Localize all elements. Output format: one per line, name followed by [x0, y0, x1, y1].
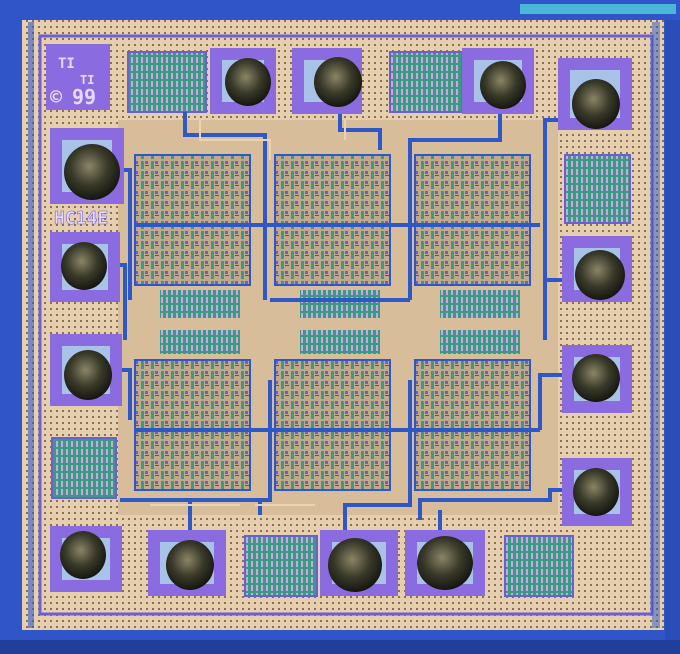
transistor-arrays	[51, 51, 631, 597]
year-marking: 99	[72, 85, 96, 109]
logo-block: TI TI	[46, 44, 110, 110]
svg-text:TI: TI	[58, 56, 75, 72]
bond-balls	[60, 57, 625, 592]
logic-blocks	[134, 154, 531, 491]
svg-text:TI: TI	[80, 73, 94, 87]
copyright-symbol: ©	[50, 85, 63, 109]
part-marking: HC14E	[54, 208, 108, 229]
